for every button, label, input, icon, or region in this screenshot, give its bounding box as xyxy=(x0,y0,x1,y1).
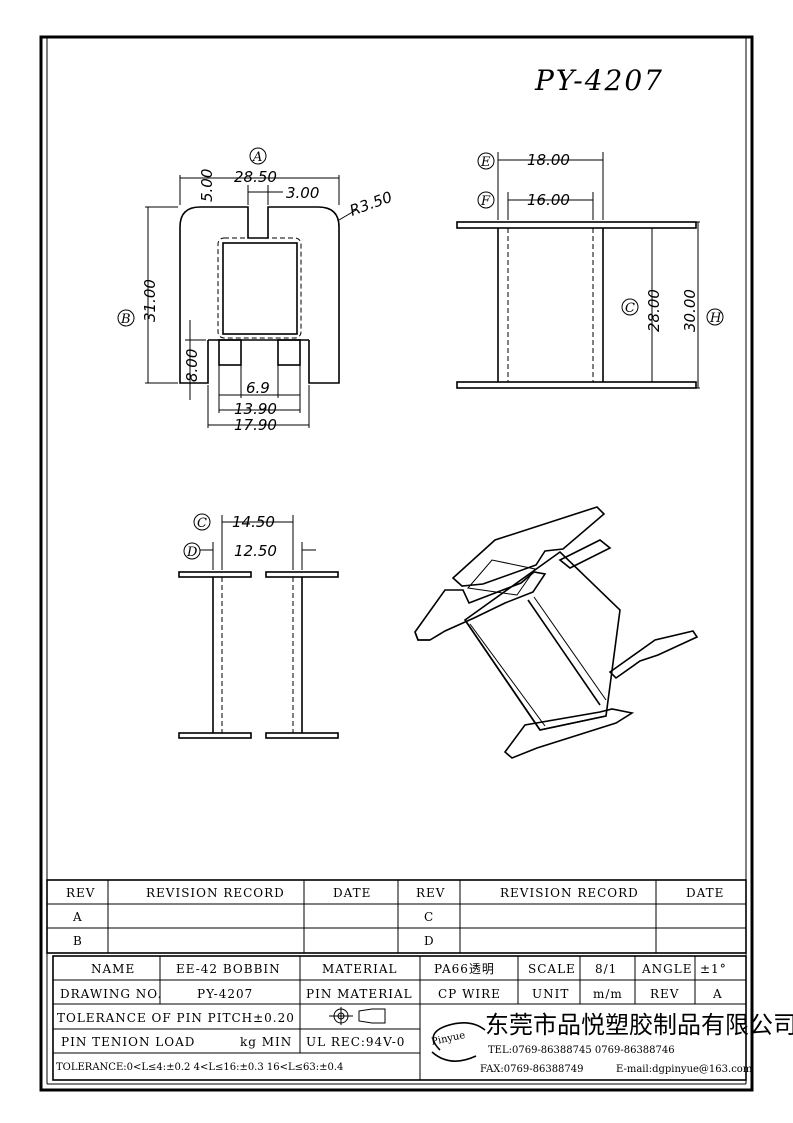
drawing-title: PY-4207 xyxy=(534,64,664,97)
unit-value: m/m xyxy=(593,987,623,1001)
marker-e: E xyxy=(480,155,491,170)
projection-symbol-icon xyxy=(329,1007,386,1025)
marker-c-top: C xyxy=(197,516,207,531)
material-value: PA66透明 xyxy=(434,962,495,976)
unit-label: UNIT xyxy=(532,987,569,1001)
dim-pin-height: 8.00 xyxy=(183,349,201,382)
dim-center-slot: 3.00 xyxy=(286,184,319,202)
front-view: A B 28.50 3.00 R3.50 5.00 31.00 8.00 6.9… xyxy=(117,147,395,434)
marker-a: A xyxy=(252,150,262,165)
pin-load-unit: kg MIN xyxy=(240,1035,292,1049)
dim-c-height: 28.00 xyxy=(645,289,663,332)
dim-f-width: 16.00 xyxy=(527,191,570,209)
angle-label: ANGLE xyxy=(641,962,692,976)
dim-pin-inner: 6.9 xyxy=(246,379,270,397)
angle-value: ±1° xyxy=(700,962,727,976)
rev-header-1: REV xyxy=(66,886,95,900)
dim-width-a: 28.50 xyxy=(234,168,277,186)
rev-value: A xyxy=(712,987,723,1001)
company-email: E-mail:dgpinyue@163.com xyxy=(616,1064,753,1075)
date-header-1: DATE xyxy=(333,886,371,900)
pin-material-label: PIN MATERIAL xyxy=(306,987,413,1001)
info-table: NAME EE-42 BOBBIN MATERIAL PA66透明 SCALE … xyxy=(52,955,793,1081)
name-value: EE-42 BOBBIN xyxy=(176,962,281,976)
top-view: C D 14.50 12.50 xyxy=(178,513,339,739)
company-logo: Pinyue xyxy=(430,1022,486,1062)
pin-load: PIN TENION LOAD xyxy=(61,1035,195,1049)
dim-e-width: 18.00 xyxy=(527,151,570,169)
dim-height-b: 31.00 xyxy=(141,279,159,322)
marker-d: D xyxy=(186,545,198,560)
material-label: MATERIAL xyxy=(322,962,397,976)
date-header-2: DATE xyxy=(686,886,724,900)
dim-c-width: 14.50 xyxy=(232,513,275,531)
revision-record-header-2: REVISION RECORD xyxy=(500,886,639,900)
ul-rec: UL REC:94V-0 xyxy=(306,1035,405,1049)
company-name: 东莞市品悦塑胶制品有限公司 xyxy=(485,1011,793,1039)
revision-record-header-1: REVISION RECORD xyxy=(146,886,285,900)
pin-material-value: CP WIRE xyxy=(438,987,501,1001)
revision-table: REV REVISION RECORD DATE REV REVISION RE… xyxy=(46,879,747,954)
marker-c-side: C xyxy=(625,301,635,316)
dim-pin-outer: 17.90 xyxy=(234,416,277,434)
tolerance-line: TOLERANCE:0<L≤4:±0.2 4<L≤16:±0.3 16<L≤63… xyxy=(56,1062,343,1073)
scale-value: 8/1 xyxy=(595,962,617,976)
dim-d-width: 12.50 xyxy=(234,542,277,560)
scale-label: SCALE xyxy=(528,962,576,976)
tolerance-pitch: TOLERANCE OF PIN PITCH±0.20 xyxy=(57,1011,295,1025)
sheet-border xyxy=(39,35,754,1092)
marker-h: H xyxy=(709,311,722,326)
dim-pin-mid: 13.90 xyxy=(234,400,277,418)
drawing-no-label: DRAWING NO. xyxy=(60,987,162,1001)
name-label: NAME xyxy=(91,962,135,976)
rev-label: REV xyxy=(650,987,679,1001)
marker-b: B xyxy=(120,312,131,327)
dim-h-height: 30.00 xyxy=(681,289,699,332)
rev-row-d: D xyxy=(424,934,435,948)
rev-row-a: A xyxy=(72,910,83,924)
company-fax: FAX:0769-86388749 xyxy=(480,1064,584,1075)
isometric-view xyxy=(414,506,699,759)
company-tel: TEL:0769-86388745 0769-86388746 xyxy=(488,1045,675,1056)
rev-row-c: C xyxy=(424,910,434,924)
dim-top-gap: 5.00 xyxy=(198,169,216,202)
side-view: E F C H 18.00 16.00 28.00 30.00 xyxy=(456,151,724,389)
drawing-no-value: PY-4207 xyxy=(197,987,253,1001)
rev-row-b: B xyxy=(73,934,83,948)
dim-radius: R3.50 xyxy=(347,188,394,220)
rev-header-2: REV xyxy=(416,886,445,900)
marker-f: F xyxy=(480,194,491,209)
